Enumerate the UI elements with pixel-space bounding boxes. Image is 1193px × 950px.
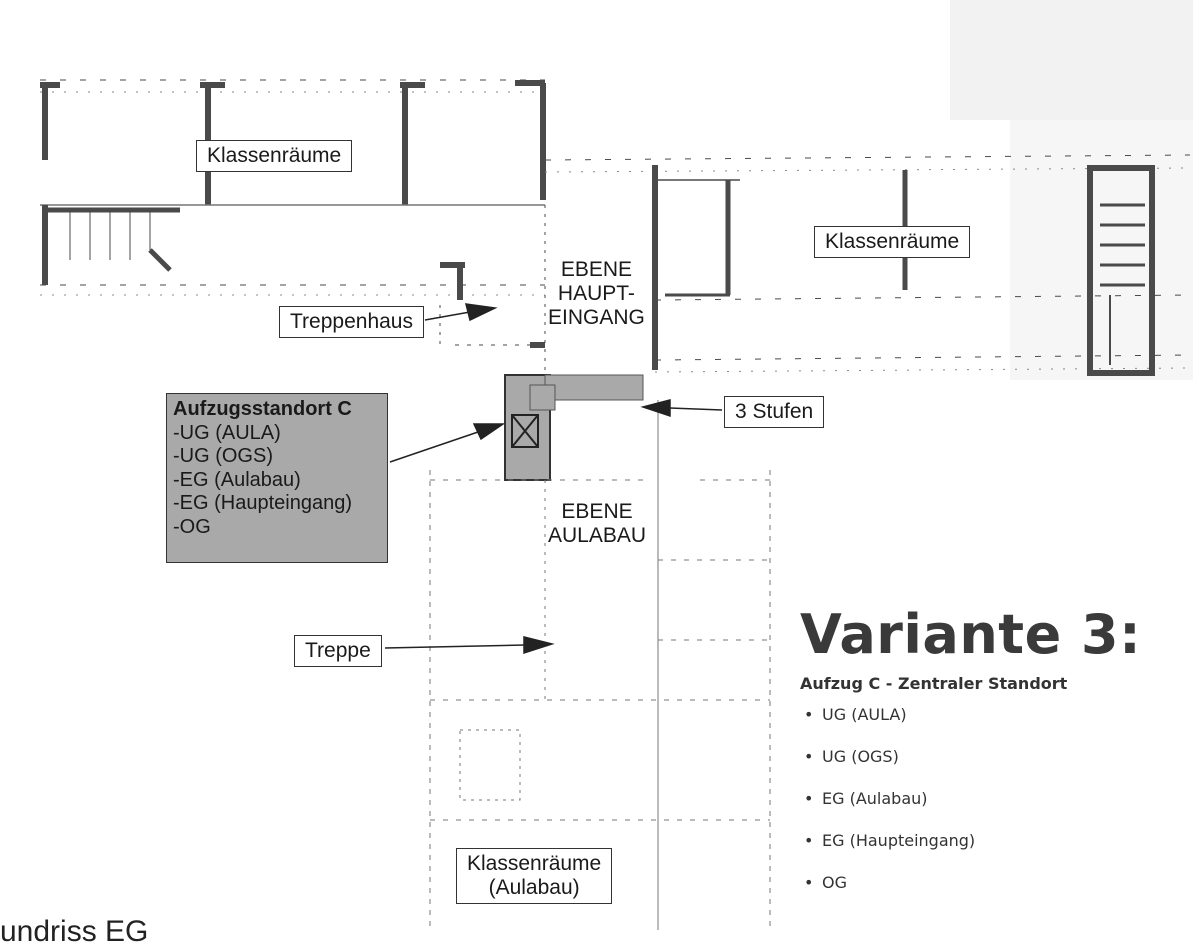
aulabau-wing	[429, 400, 771, 930]
elevator-location-item: -EG (Aulabau)	[173, 468, 301, 491]
variant-level-item: UG (OGS)	[800, 747, 1141, 789]
aula-level-line: AULABAU	[548, 524, 647, 548]
elevator-location-title: Aufzugsstandort C	[173, 398, 352, 420]
variant-level-list: UG (AULA) UG (OGS) EG (Aulabau) EG (Haup…	[800, 705, 1141, 915]
variant-level-item: EG (Haupteingang)	[800, 831, 1141, 873]
variant-subtitle: Aufzug C - Zentraler Standort	[800, 674, 1068, 694]
main-entrance-level-label: EBENE HAUPT- EINGANG	[548, 258, 645, 330]
stairwell-label: Treppenhaus	[279, 306, 424, 339]
classrooms-aula-line: Klassenräume	[467, 852, 602, 875]
three-steps-label: 3 Stufen	[724, 396, 825, 429]
elevator-location-item: -UG (OGS)	[173, 445, 273, 468]
classrooms-aula-line: (Aulabau)	[488, 876, 580, 900]
scan-shading	[1010, 120, 1193, 380]
scan-shading	[950, 0, 1193, 120]
variant-title: Variante 3:	[800, 603, 1142, 666]
elevator-location-item: -EG (Haupteingang)	[173, 492, 352, 515]
elevator-location-box: Aufzugsstandort C -UG (AULA) -UG (OGS) -…	[166, 393, 388, 563]
floor-plan-caption: undriss EG	[0, 915, 149, 948]
variant-panel: Variante 3: Aufzug C - Zentraler Standor…	[800, 605, 1141, 915]
right-wing	[544, 154, 1191, 376]
classrooms-aula-label: Klassenräume (Aulabau)	[456, 848, 613, 905]
stairs-label: Treppe	[294, 635, 382, 668]
main-entrance-level-line: EINGANG	[548, 306, 645, 330]
elevator-c-shaft	[504, 374, 644, 481]
classrooms-left-label: Klassenräume	[196, 140, 353, 173]
classrooms-right-label: Klassenräume	[814, 226, 971, 259]
annotation-arrows	[384, 303, 723, 655]
elevator-location-item: -OG	[173, 515, 211, 538]
elevator-location-item: -UG (AULA)	[173, 421, 281, 444]
variant-level-item: OG	[800, 873, 1141, 915]
main-entrance-level-line: HAUPT-	[557, 282, 635, 306]
main-entrance-level-line: EBENE	[560, 258, 633, 281]
variant-level-item: UG (AULA)	[800, 705, 1141, 747]
aula-level-label: EBENE AULABAU	[548, 500, 646, 548]
variant-level-item: EG (Aulabau)	[800, 789, 1141, 831]
aula-level-line: EBENE	[561, 500, 633, 523]
